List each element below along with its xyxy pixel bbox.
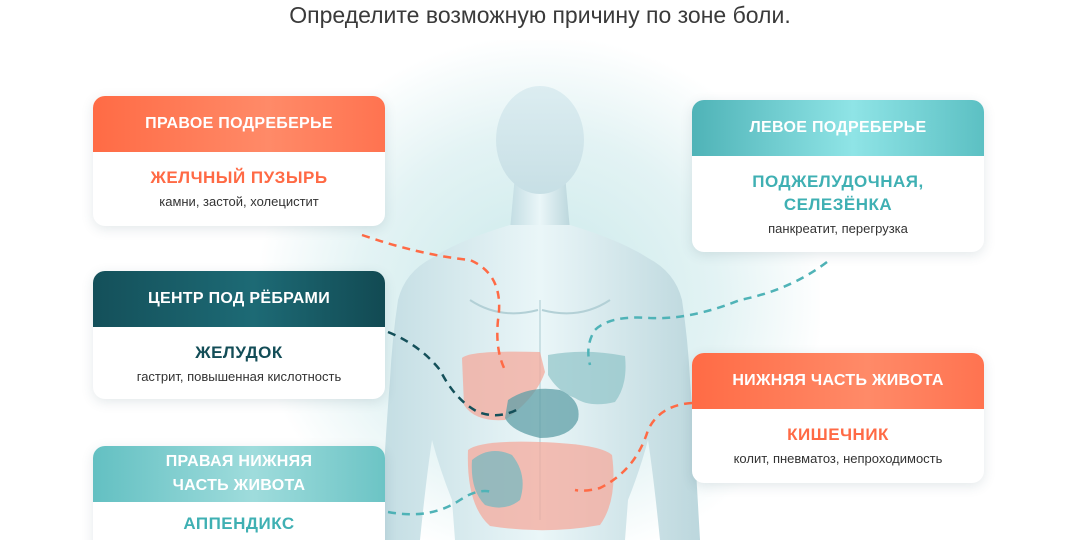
card-center-under-ribs: ЦЕНТР ПОД РЁБРАМИ ЖЕЛУДОК гастрит, повыш…: [93, 271, 385, 399]
neck: [510, 175, 570, 240]
connector-right-lower: [387, 489, 493, 516]
card-organ: ЖЕЛУДОК: [195, 343, 283, 362]
card-description: панкреатит, перегрузка: [768, 221, 908, 236]
card-header: НИЖНЯЯ ЧАСТЬ ЖИВОТА: [692, 353, 984, 409]
card-right-hypochondrium: ПРАВОЕ ПОДРЕБЕРЬЕ ЖЕЛЧНЫЙ ПУЗЫРЬ камни, …: [93, 96, 385, 226]
card-description: колит, пневматоз, непроходимость: [733, 451, 943, 466]
card-header: ЛЕВОЕ ПОДРЕБЕРЬЕ: [692, 100, 984, 156]
card-organ-line2: СЕЛЕЗЁНКА: [783, 195, 893, 214]
stomach-zone: [505, 388, 579, 438]
connector-lower-abdomen: [574, 401, 693, 492]
card-description: камни, застой, холецистит: [159, 194, 319, 209]
card-organ: АППЕНДИКС: [183, 514, 295, 533]
card-right-lower-abdomen: ПРАВАЯ НИЖНЯЯ ЧАСТЬ ЖИВОТА АППЕНДИКС: [93, 446, 385, 540]
card-organ: КИШЕЧНИК: [787, 425, 889, 444]
card-header: ПРАВОЕ ПОДРЕБЕРЬЕ: [93, 96, 385, 152]
card-header-line2: ЧАСТЬ ЖИВОТА: [172, 477, 306, 494]
page-title: Определите возможную причину по зоне бол…: [289, 2, 791, 28]
appendix-zone: [471, 451, 523, 508]
connector-left-hypochondrium: [587, 261, 828, 366]
card-organ: ПОДЖЕЛУДОЧНАЯ, СЕЛЕЗЁНКА: [692, 170, 984, 216]
card-header: ЦЕНТР ПОД РЁБРАМИ: [93, 271, 385, 327]
card-header-line1: ПРАВАЯ НИЖНЯЯ: [165, 453, 313, 470]
connector-right-hypochondrium: [361, 233, 507, 371]
card-organ-line1: ПОДЖЕЛУДОЧНАЯ,: [752, 172, 924, 191]
card-organ: ЖЕЛЧНЫЙ ПУЗЫРЬ: [150, 168, 328, 187]
card-lower-abdomen: НИЖНЯЯ ЧАСТЬ ЖИВОТА КИШЕЧНИК колит, пнев…: [692, 353, 984, 483]
card-description: гастрит, повышенная кислотность: [136, 369, 342, 384]
card-header: ПРАВАЯ НИЖНЯЯ ЧАСТЬ ЖИВОТА: [93, 446, 385, 502]
spleen-pancreas-zone: [548, 351, 626, 405]
head: [496, 86, 584, 194]
connector-center: [387, 330, 521, 417]
card-left-hypochondrium: ЛЕВОЕ ПОДРЕБЕРЬЕ ПОДЖЕЛУДОЧНАЯ, СЕЛЕЗЁНК…: [692, 100, 984, 252]
